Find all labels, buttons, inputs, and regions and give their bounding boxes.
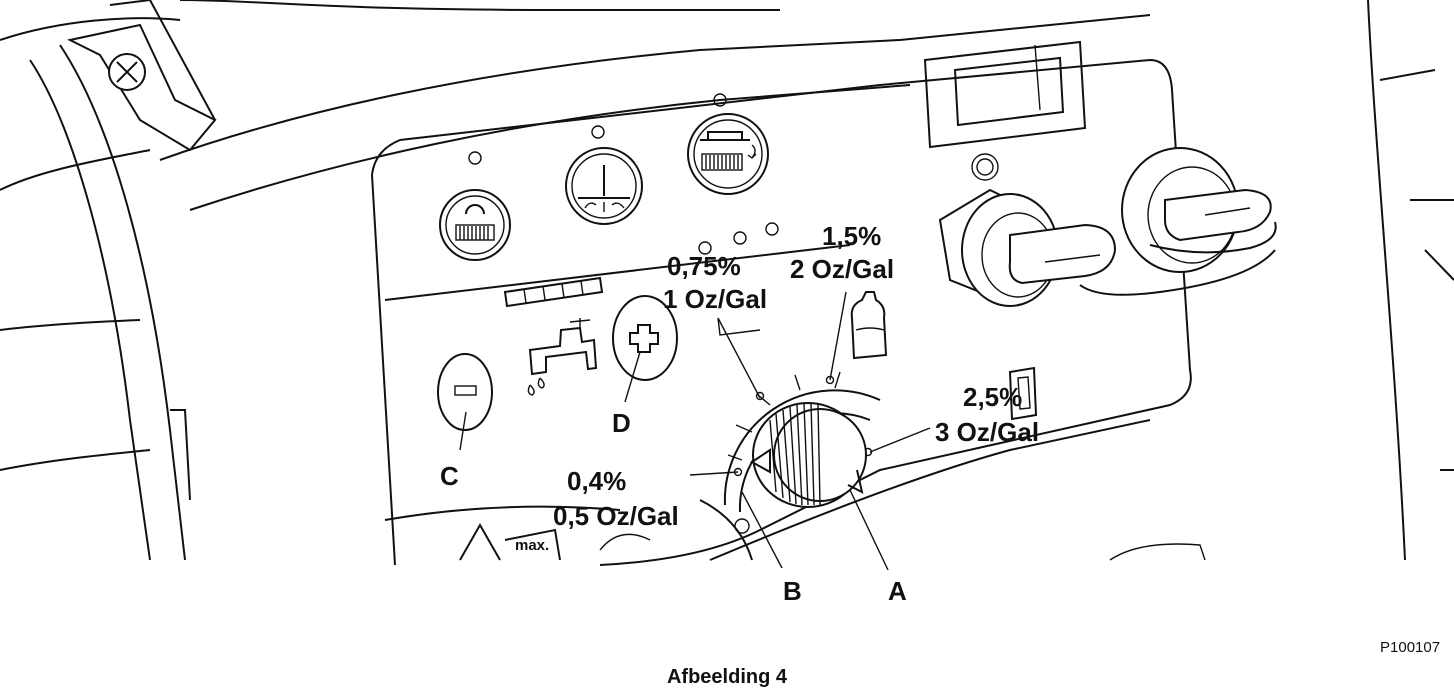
label-25-percent: 2,5% bbox=[963, 382, 1022, 412]
figure-caption: Afbeelding 4 bbox=[667, 666, 788, 688]
scale-dot bbox=[755, 391, 765, 401]
panel-edge bbox=[699, 499, 753, 561]
key-icon bbox=[1008, 223, 1117, 285]
key-switch-right[interactable] bbox=[1079, 147, 1277, 296]
callout-d: D bbox=[612, 408, 631, 438]
callout-c: C bbox=[440, 461, 459, 491]
led-indicator bbox=[765, 222, 779, 236]
label-05-oz-gal: 0,5 Oz/Gal bbox=[553, 501, 679, 531]
dial-knob[interactable] bbox=[750, 402, 867, 508]
callout-a: A bbox=[888, 576, 907, 606]
plus-button[interactable] bbox=[612, 295, 678, 381]
screw-icon bbox=[108, 53, 146, 91]
minus-button-icon bbox=[454, 385, 477, 396]
warning-label: max. bbox=[459, 522, 561, 561]
gauge-partial bbox=[599, 533, 651, 551]
key-switch-left[interactable] bbox=[938, 188, 1117, 307]
info-icon bbox=[1008, 366, 1038, 421]
label-04-percent: 0,4% bbox=[567, 466, 626, 496]
led-indicator bbox=[698, 241, 712, 255]
squeegee-button[interactable] bbox=[565, 125, 643, 225]
mounting-bracket bbox=[67, 0, 217, 152]
panel-marker bbox=[717, 317, 761, 336]
label-15-percent: 1,5% bbox=[822, 221, 881, 251]
faucet-icon bbox=[527, 318, 598, 396]
drawing-code: P100107 bbox=[1380, 639, 1440, 656]
plus-button-icon bbox=[629, 324, 659, 353]
leader-lines bbox=[459, 291, 931, 571]
key-icon bbox=[1079, 188, 1277, 296]
brush-deck-icon bbox=[700, 131, 757, 171]
hour-meter-window bbox=[923, 40, 1087, 149]
max-text: max. bbox=[515, 537, 549, 554]
detergent-dial[interactable] bbox=[723, 371, 881, 513]
callout-b: B bbox=[783, 576, 802, 606]
squeegee-icon bbox=[578, 165, 630, 212]
battery-level-indicator bbox=[503, 276, 604, 308]
detergent-bottle-icon bbox=[850, 291, 888, 360]
minus-button[interactable] bbox=[437, 353, 493, 431]
brush-button[interactable] bbox=[439, 151, 511, 261]
label-1-oz-gal: 1 Oz/Gal bbox=[663, 284, 767, 314]
right-housing bbox=[1367, 0, 1454, 561]
brush-icon bbox=[455, 204, 495, 241]
machine-housing bbox=[0, 0, 1151, 561]
led-indicator bbox=[733, 231, 747, 245]
brush-deck-button[interactable] bbox=[687, 93, 769, 195]
label-075-percent: 0,75% bbox=[667, 251, 741, 281]
label-2-oz-gal: 2 Oz/Gal bbox=[790, 254, 894, 284]
control-panel-plate bbox=[371, 40, 1192, 566]
lower-part bbox=[1109, 543, 1206, 561]
label-3-oz-gal: 3 Oz/Gal bbox=[935, 417, 1039, 447]
